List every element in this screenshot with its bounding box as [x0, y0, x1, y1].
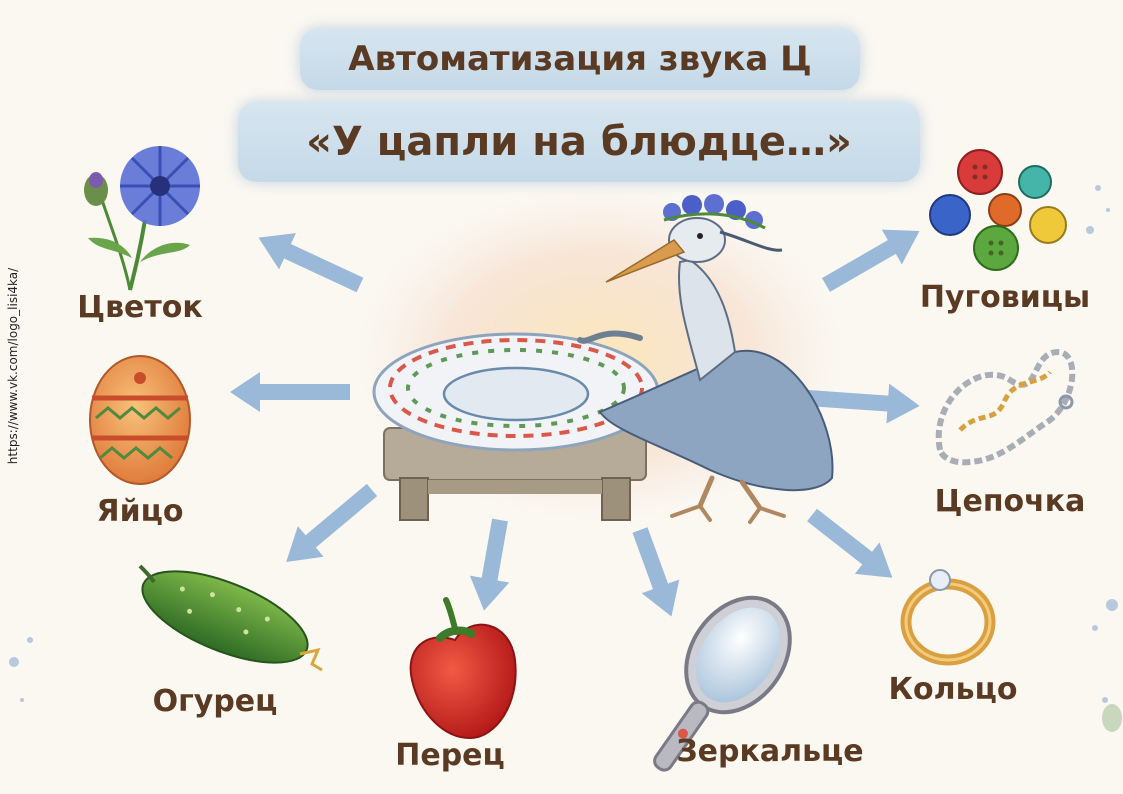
arrow-to-mirror — [632, 527, 680, 617]
arrow-to-flower — [258, 233, 364, 293]
side-link-text[interactable]: https://www.vk.com/logo_lisi4ka/ — [6, 267, 20, 465]
arrow-to-egg — [230, 372, 350, 412]
cornflower-wreath — [663, 194, 766, 230]
page-subtitle: «У цапли на блюдце…» — [306, 119, 852, 165]
arrow-to-buttons — [822, 229, 920, 292]
buttons-illustration — [929, 149, 1067, 271]
leaf-blot — [1102, 704, 1122, 732]
arrows — [230, 229, 920, 617]
hand-mirror-illustration — [653, 595, 792, 772]
label-chain: Цепочка — [934, 484, 1086, 519]
label-buttons: Пуговицы — [919, 280, 1091, 315]
ring-illustration — [900, 569, 996, 666]
cucumber-illustration — [138, 564, 323, 672]
heron — [577, 217, 834, 524]
arrow-to-ring — [807, 508, 893, 578]
label-ring: Кольцо — [888, 672, 1018, 707]
cornflower-illustration — [84, 146, 200, 291]
label-mirror: Зеркальце — [676, 734, 864, 769]
subtitle-banner: «У цапли на блюдце…» — [238, 102, 920, 182]
saucer — [372, 332, 660, 452]
label-pepper: Перец — [395, 738, 505, 773]
label-egg: Яйцо — [96, 494, 184, 529]
easter-egg-illustration — [89, 355, 191, 485]
label-cucumber: Огурец — [152, 684, 278, 719]
side-link[interactable]: https://www.vk.com/logo_lisi4ka/ — [2, 246, 24, 486]
arrow-to-pepper — [469, 518, 510, 611]
page-title: Автоматизация звука Ц — [348, 39, 812, 79]
title-banner: Автоматизация звука Ц — [300, 28, 860, 90]
label-flower: Цветок — [77, 290, 203, 325]
arrow-to-cucumber — [286, 483, 378, 562]
chain-illustration — [935, 349, 1076, 466]
bell-pepper-illustration — [409, 597, 517, 740]
decorative-dots — [9, 185, 1118, 703]
arrow-to-chain — [807, 383, 920, 424]
